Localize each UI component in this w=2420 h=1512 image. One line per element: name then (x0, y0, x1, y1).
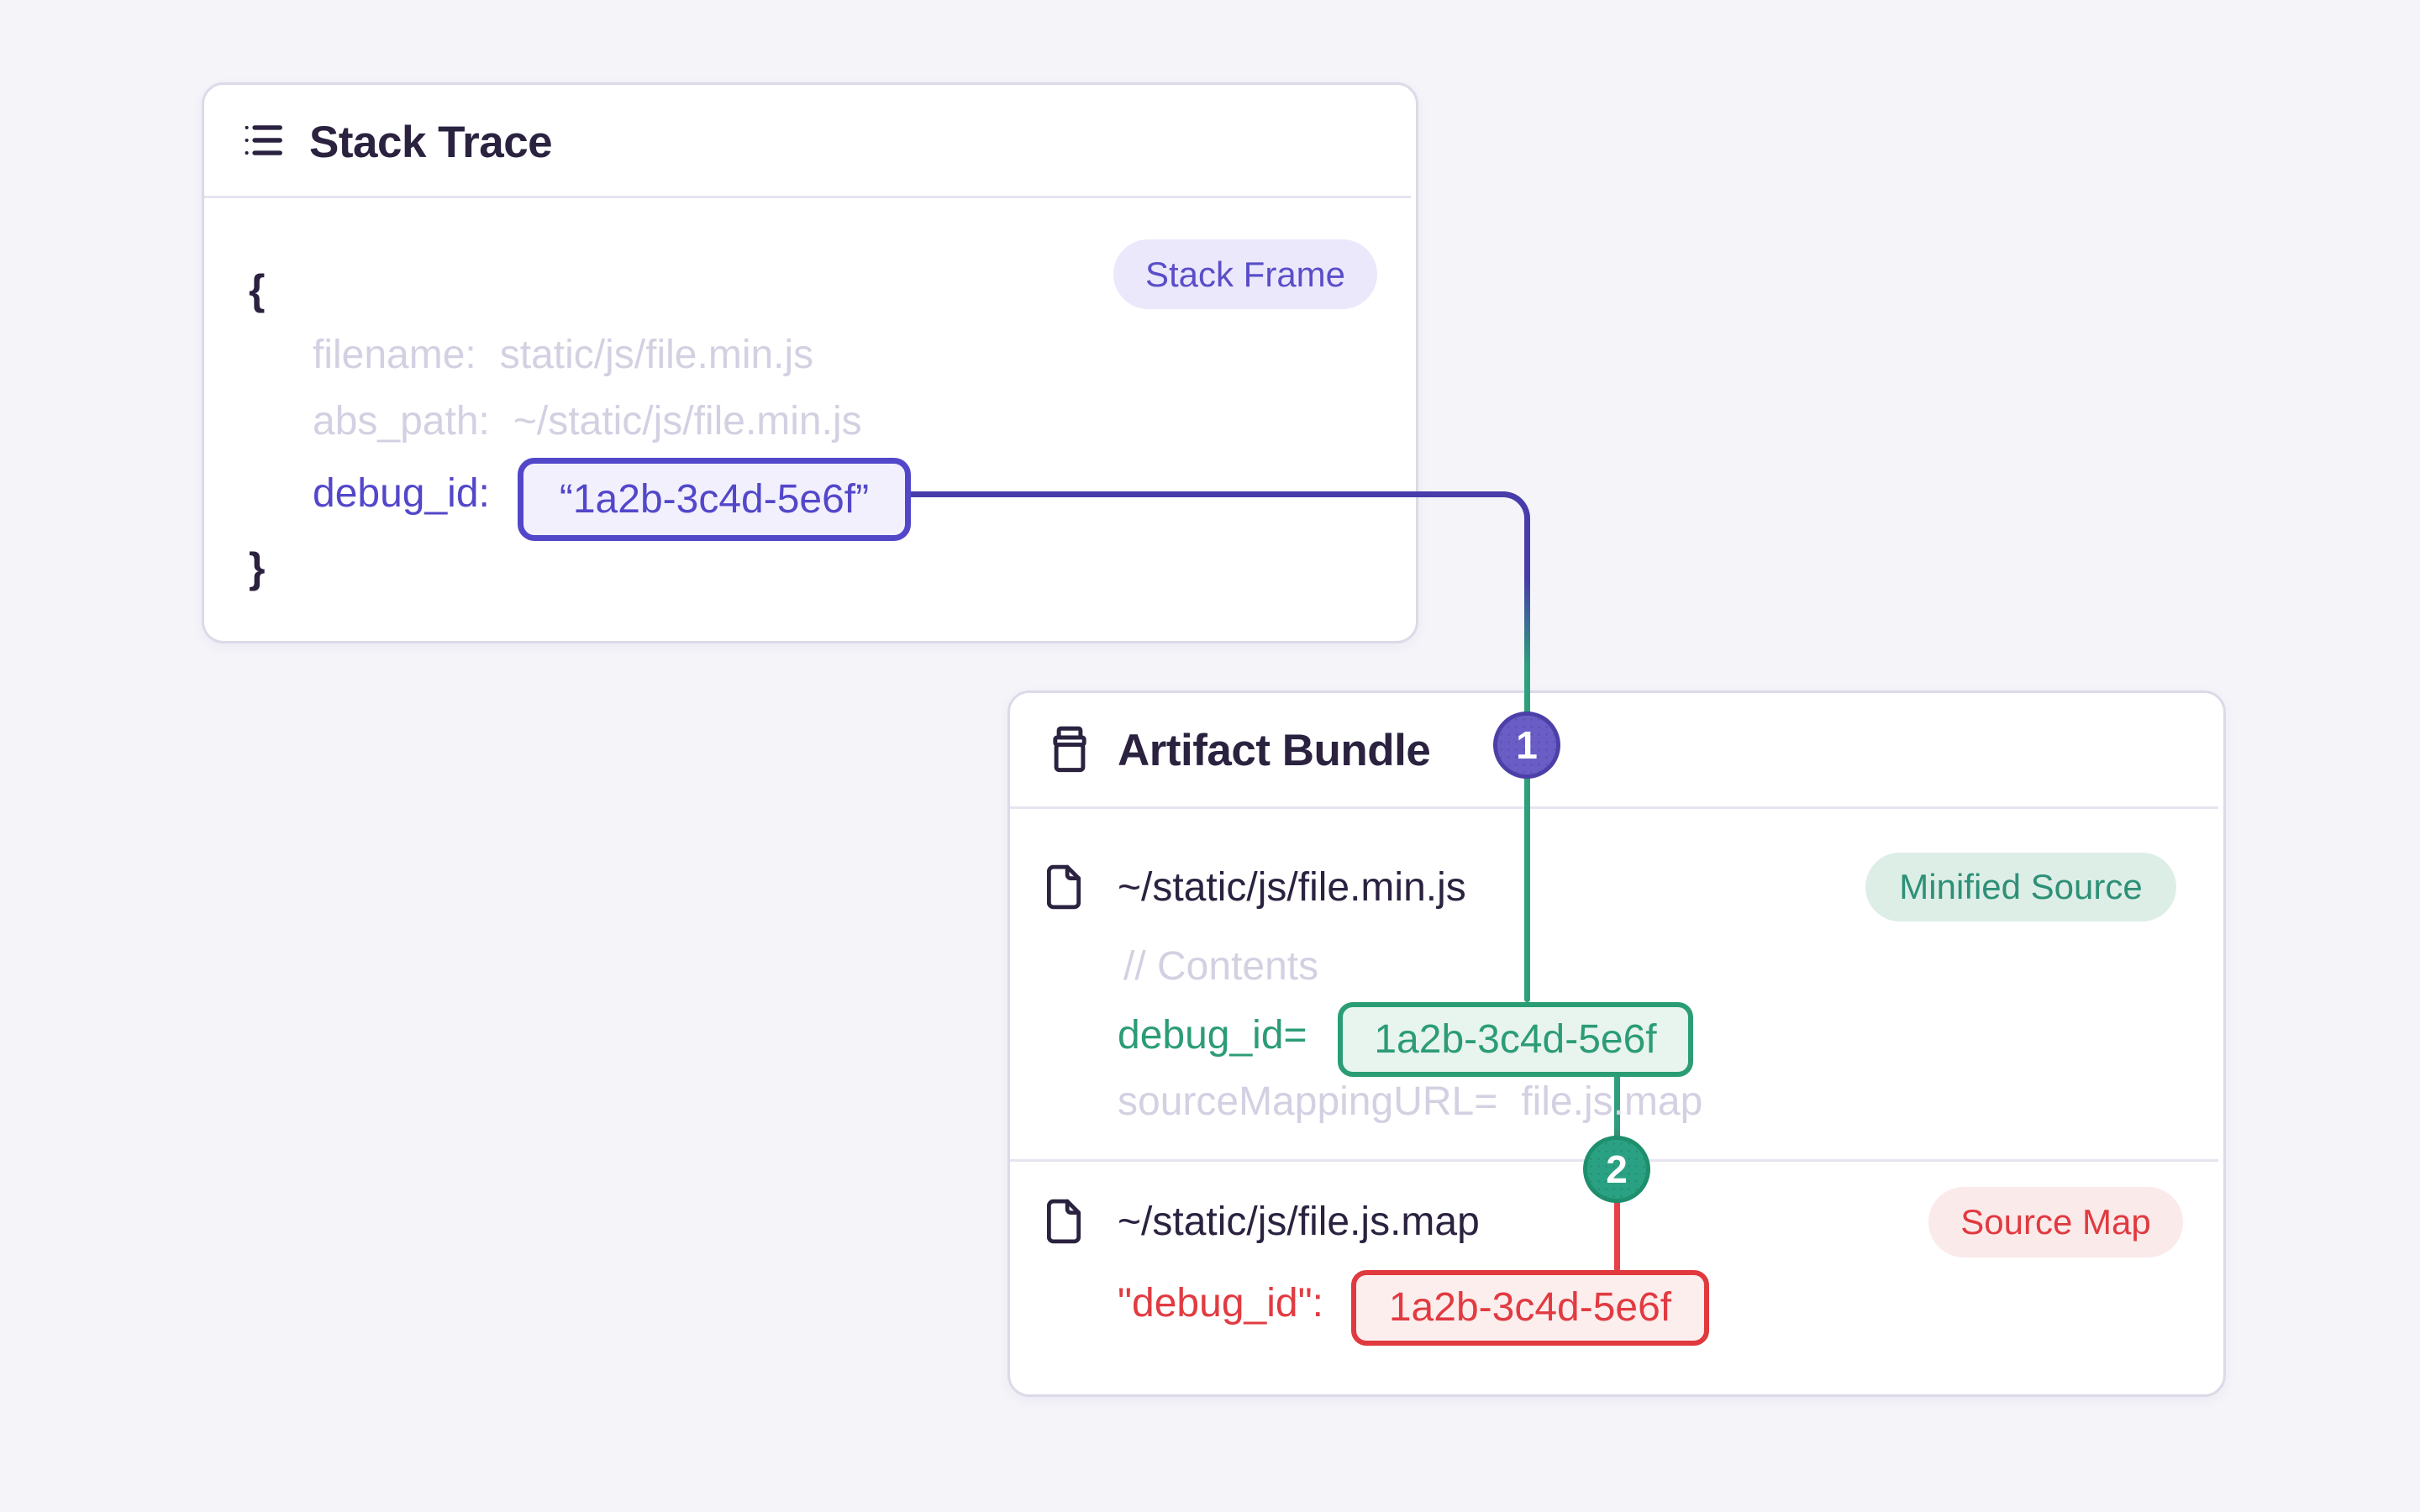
stack-trace-card (202, 82, 1418, 643)
minified-file-path: ~/static/js/file.min.js (1118, 865, 1466, 910)
filename-key: filename: (313, 333, 476, 377)
source-mapping-row: sourceMappingURL= file.js.map (1118, 1082, 1702, 1122)
artifact-bundle-title: Artifact Bundle (1118, 726, 1431, 775)
file-icon (1044, 864, 1083, 910)
stack-trace-header-divider (204, 196, 1411, 198)
source-map-badge: Source Map (1928, 1187, 2183, 1257)
sourcemap-debug-id-key: "debug_id": (1118, 1281, 1323, 1326)
connector-elbow-debug-id (899, 491, 1530, 527)
stacktrace-debug-id-value-box: “1a2b-3c4d-5e6f” (518, 458, 911, 541)
source-mapping-key: sourceMappingURL= (1118, 1079, 1498, 1124)
step-1-marker: 1 (1493, 711, 1560, 779)
stack-trace-title: Stack Trace (309, 118, 553, 167)
minified-source-badge: Minified Source (1865, 853, 2176, 921)
abs-path-key: abs_path: (313, 399, 490, 444)
filename-value: static/js/file.min.js (499, 333, 814, 377)
source-map-file-path: ~/static/js/file.js.map (1118, 1200, 1480, 1244)
archive-icon (1046, 726, 1093, 774)
contents-comment: // Contents (1123, 944, 1319, 989)
bundle-debug-id-key: debug_id= (1118, 1013, 1307, 1058)
file-icon (1044, 1199, 1083, 1244)
json-open-brace: { (249, 266, 266, 313)
step-2-marker: 2 (1583, 1136, 1650, 1203)
sourcemap-debug-id-value-box: 1a2b-3c4d-5e6f (1351, 1270, 1709, 1346)
bundle-debug-id-value-box: 1a2b-3c4d-5e6f (1338, 1002, 1693, 1077)
filename-row: filename: static/js/file.min.js (313, 335, 813, 375)
stack-frame-badge: Stack Frame (1113, 239, 1377, 309)
json-close-brace: } (249, 544, 266, 591)
abs-path-value: ~/static/js/file.min.js (513, 399, 862, 444)
source-mapping-value: file.js.map (1521, 1079, 1703, 1124)
artifact-bundle-header-divider (1010, 806, 2218, 809)
list-icon (240, 118, 286, 163)
stacktrace-debug-id-key: debug_id: (313, 471, 490, 516)
abs-path-row: abs_path: ~/static/js/file.min.js (313, 402, 862, 442)
